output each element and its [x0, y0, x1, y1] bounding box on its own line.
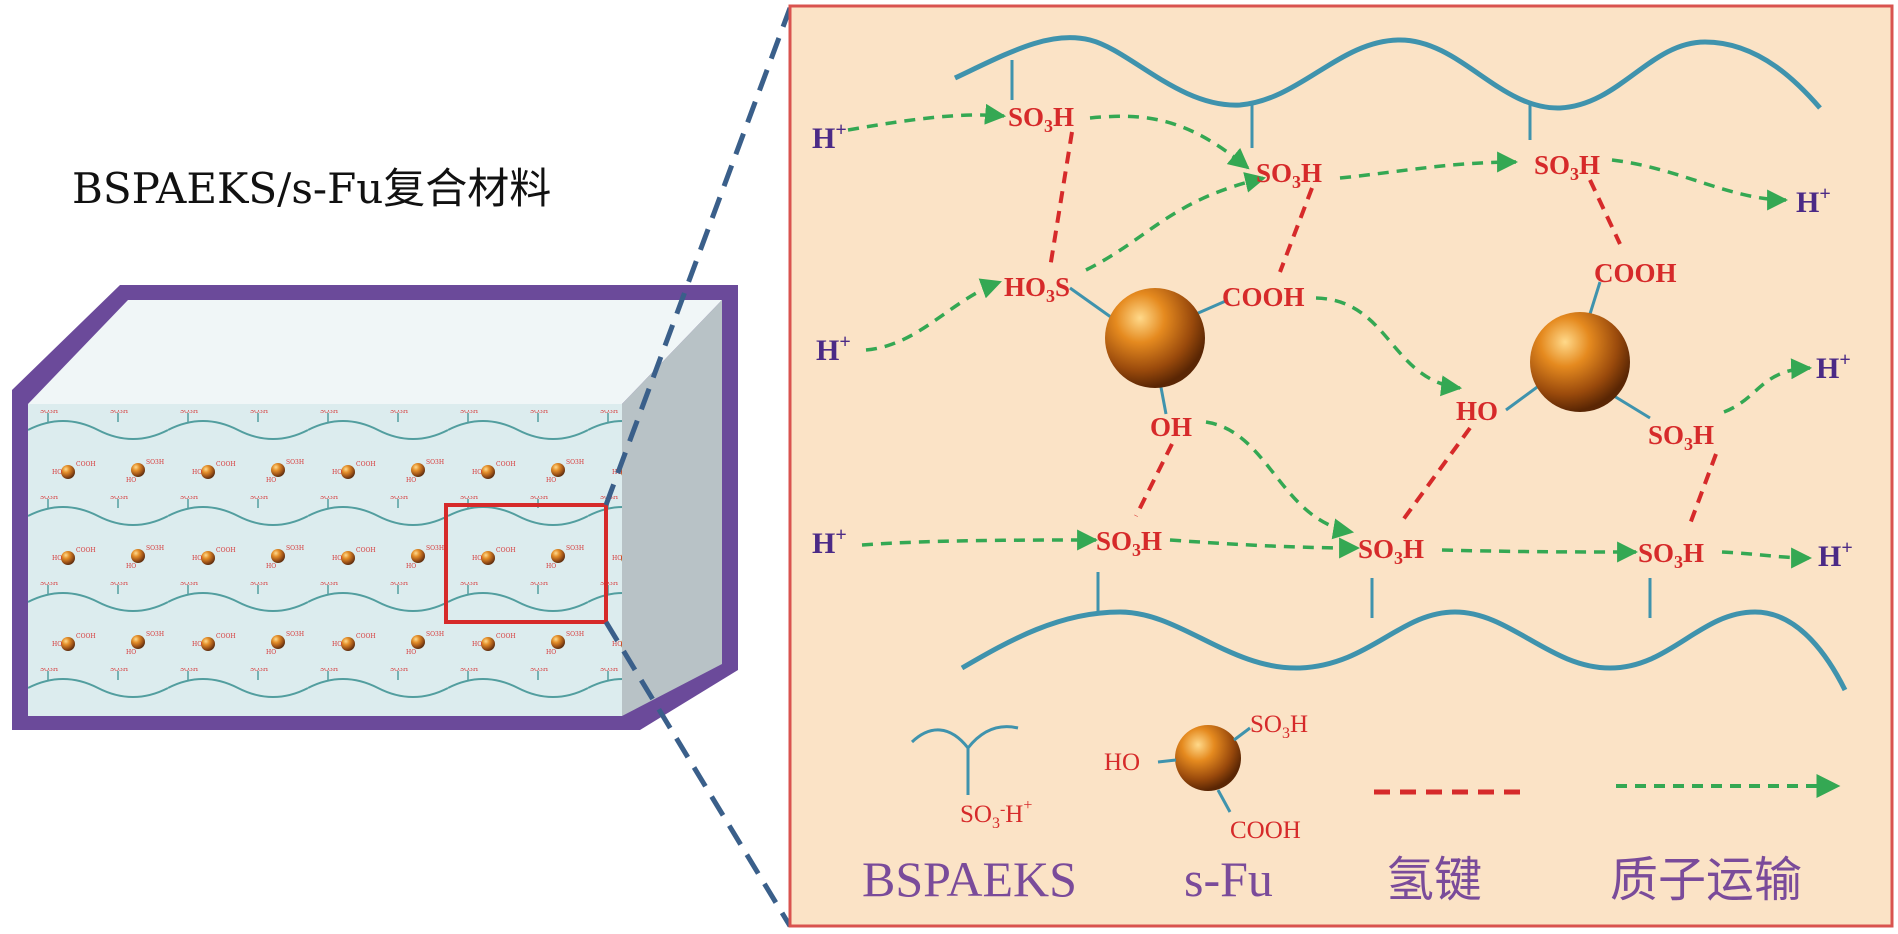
fu-link: [1195, 298, 1229, 316]
proton-label: H+: [1818, 537, 1853, 573]
legend-fu-cooh: COOH: [1230, 817, 1301, 844]
legend-hbond-label: 氢键: [1386, 852, 1482, 908]
so3h-group: SO3H: [1648, 420, 1714, 454]
cooh-group: COOH: [1594, 258, 1677, 288]
proton-transport-path: [1315, 296, 1463, 397]
zoom-panel: SO3H SO3H SO3H SO3H SO3H SO3H SO3H HO3S …: [788, 4, 1894, 928]
zoom-line-top: [603, 7, 793, 506]
proton-transport-path: [1721, 547, 1813, 569]
cooh-group: COOH: [1222, 282, 1305, 312]
polymer-chain-top: [953, 35, 1822, 111]
so3h-group: SO3H: [1358, 534, 1424, 568]
legend-fu-link: [1233, 726, 1251, 742]
legend-polymer-glyph: [910, 725, 1019, 751]
hydrogen-bond: [1588, 179, 1622, 245]
proton-transport-path: [865, 278, 1002, 352]
legend-fu-ho: HO: [1104, 749, 1140, 776]
proton-transport-path: [1085, 172, 1267, 272]
legend-fu-label: s-Fu: [1184, 851, 1273, 907]
so3h-group: SO3H: [1638, 538, 1704, 572]
block-top-face: [28, 300, 722, 404]
zoom-line-bottom: [603, 620, 793, 928]
oh-group: OH: [1150, 412, 1192, 442]
proton-label: H+: [812, 119, 847, 155]
hydrogen-bond: [1048, 131, 1074, 269]
so3h-group: SO3H: [1008, 102, 1074, 136]
proton-label: H+: [1816, 349, 1851, 385]
legend-polymer-group: SO3-H+: [960, 797, 1032, 832]
legend-fu-so3h: SO3H: [1250, 711, 1308, 742]
panel-background: [788, 4, 1894, 928]
proton-transport-path: [1723, 358, 1813, 414]
proton-label: H+: [816, 331, 851, 367]
proton-transport-path: [1205, 420, 1355, 540]
proton-transport-path: [1089, 114, 1250, 170]
composite-block: [12, 285, 738, 730]
hydrogen-bond: [1134, 443, 1174, 517]
proton-transport-path: [1169, 537, 1361, 559]
fullerene-sphere: [1530, 312, 1630, 412]
so3h-group: SO3H: [1256, 158, 1322, 192]
legend-transport-label: 质子运输: [1610, 852, 1802, 908]
proton-transport-path: [1339, 151, 1519, 180]
proton-transport-path: [847, 103, 1007, 132]
fu-link: [1613, 394, 1651, 420]
block-side-face: [622, 300, 722, 716]
legend-fu-link: [1216, 789, 1232, 813]
legend-fu-link: [1157, 758, 1177, 764]
proton-transport-path: [1611, 158, 1789, 211]
proton-label: H+: [1796, 183, 1831, 219]
so3h-group: SO3H: [1096, 526, 1162, 560]
proton-transport-path: [861, 529, 1099, 551]
legend-fu-sphere: [1175, 725, 1241, 791]
figure-title: BSPAEKS/s-Fu复合材料: [72, 164, 551, 213]
hydrogen-bond: [1278, 187, 1314, 273]
block-front-pattern: [28, 404, 622, 716]
fu-link: [1588, 281, 1602, 315]
so3h-group: SO3H: [1534, 150, 1600, 184]
fullerene-sphere: [1105, 288, 1205, 388]
ho3s-group: HO3S: [1004, 272, 1070, 306]
polymer-chain-bottom: [960, 609, 1848, 692]
hydrogen-bond: [1688, 453, 1718, 525]
zoom-selection-box: [444, 503, 608, 624]
ho-group: HO: [1456, 396, 1498, 426]
proton-transport-path: [1441, 541, 1639, 563]
fu-link: [1069, 286, 1116, 322]
legend-polymer-label: BSPAEKS: [862, 851, 1077, 907]
proton-label: H+: [812, 524, 847, 560]
legend: SO3-H+ BSPAEKS HO SO3H COOH s-Fu 氢键 质子运输: [862, 711, 1841, 908]
